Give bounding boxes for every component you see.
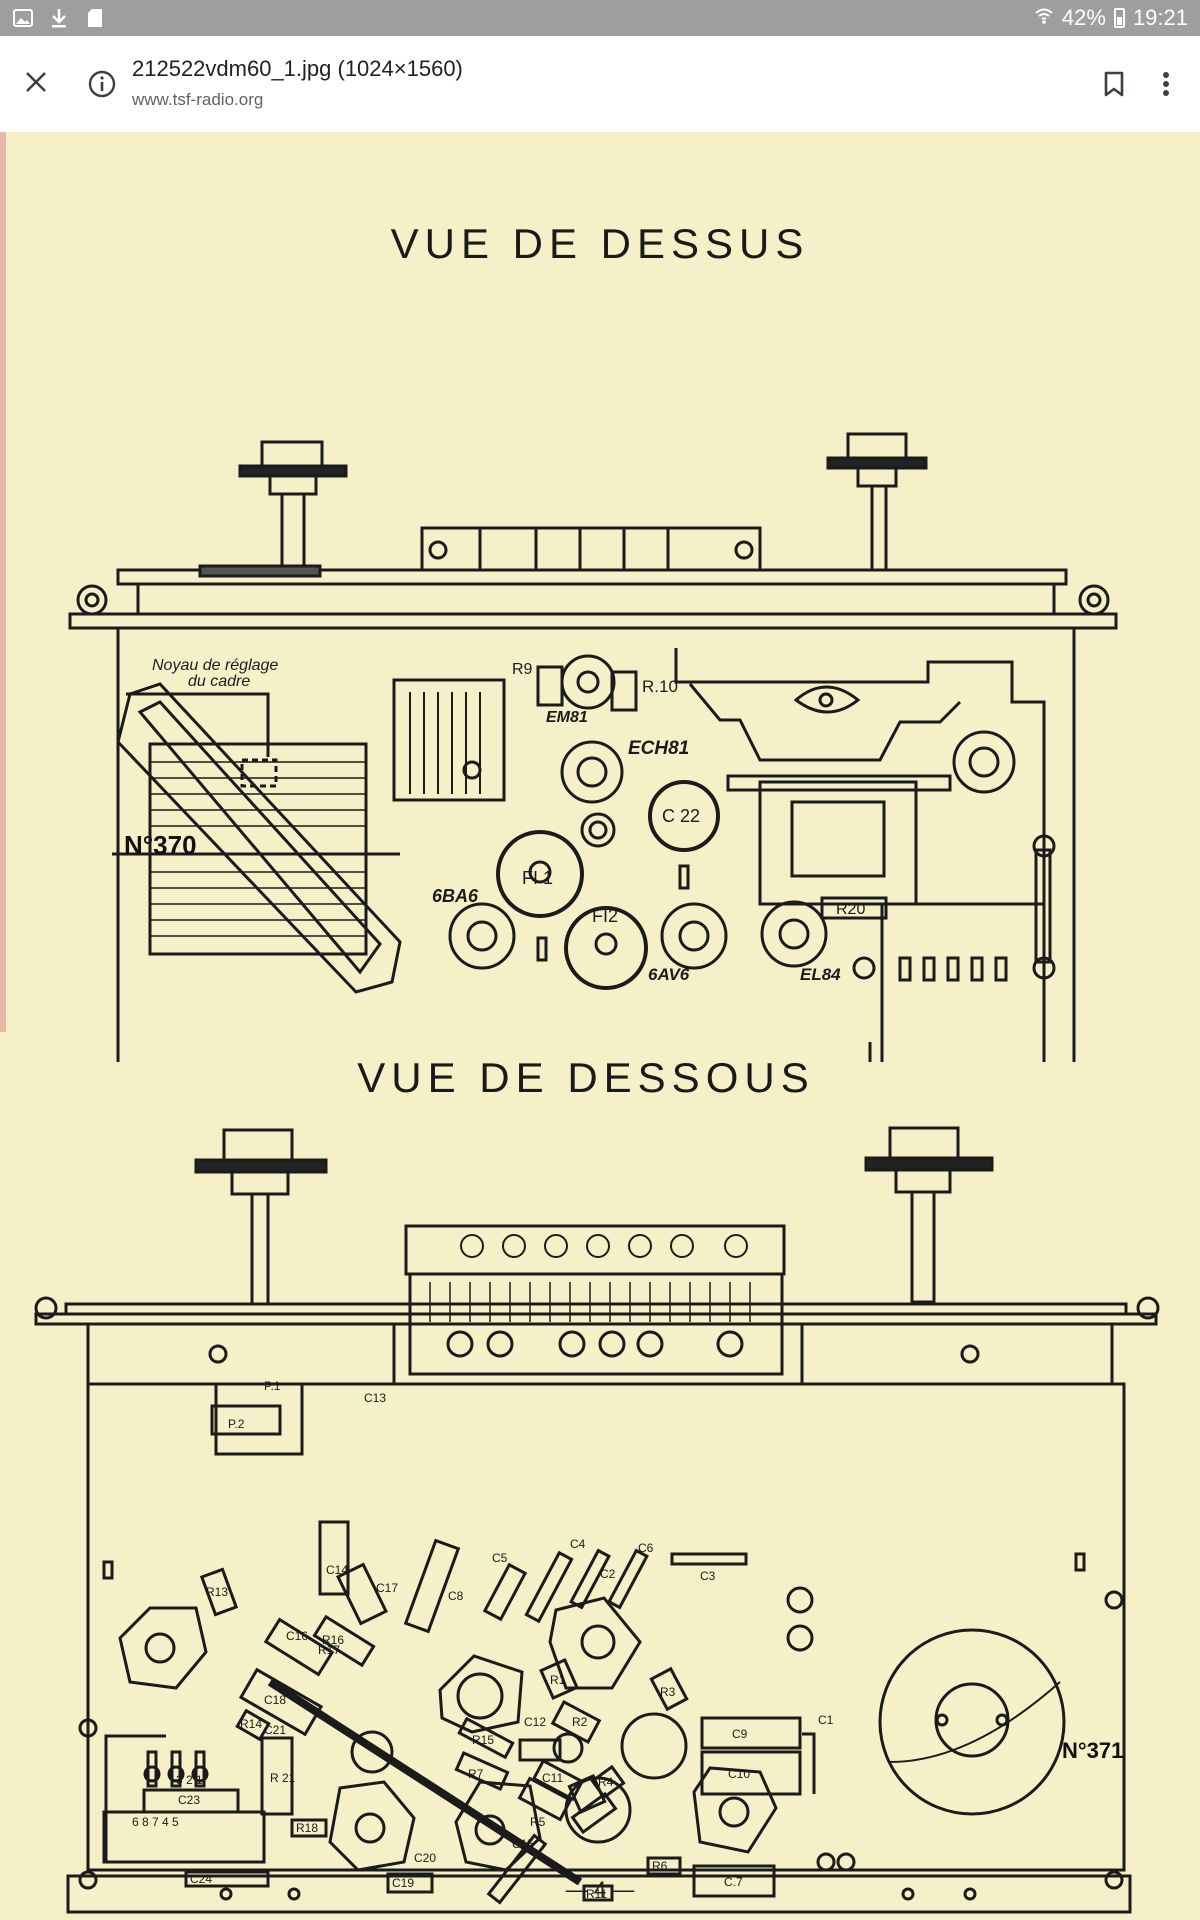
right-knob [826, 432, 928, 572]
bottom-view-diagram: P.1 P.2 C13 C14 C17 C8 C5 C4 C2 C6 C3 R1… [34, 1126, 1160, 1914]
label-c6: C6 [638, 1541, 654, 1555]
bookmark-icon [1104, 71, 1124, 97]
label-r15: R15 [472, 1733, 494, 1747]
label-r9: R9 [512, 661, 533, 678]
label-6av6: 6AV6 [648, 965, 690, 984]
label-6ba6: 6BA6 [432, 886, 479, 906]
label-c16: C16 [286, 1629, 308, 1643]
label-c23: C23 [178, 1793, 200, 1807]
frame-adjust-note-2: du cadre [188, 673, 250, 690]
notification-icons [12, 7, 106, 29]
label-p1: P.1 [264, 1379, 281, 1393]
label-r18: R18 [296, 1821, 318, 1835]
label-r14: R14 [240, 1717, 262, 1731]
close-button[interactable] [16, 62, 56, 102]
bottom-view-plate-number: N°371 [1062, 1738, 1124, 1763]
label-pins-bottom: 6 8 7 4 5 [132, 1815, 179, 1829]
label-c7: C.7 [724, 1875, 743, 1889]
label-c4: C4 [570, 1537, 586, 1551]
label-p2: P.2 [228, 1417, 245, 1431]
download-icon [48, 7, 70, 29]
label-r7: R7 [468, 1767, 484, 1781]
label-c9: C9 [732, 1727, 748, 1741]
clock: 19:21 [1132, 5, 1188, 30]
label-c8: C8 [448, 1589, 464, 1603]
label-pins-top: 3 2 1 [176, 1773, 203, 1787]
label-r6: R6 [652, 1859, 668, 1873]
page-number: — 4 — [565, 1877, 635, 1902]
label-c20: C20 [414, 1851, 436, 1865]
label-c11: C11 [542, 1771, 563, 1785]
label-em81: EM81 [546, 709, 588, 726]
label-c12: C12 [524, 1715, 546, 1729]
label-r4: R4 [598, 1775, 614, 1789]
label-c5: C5 [492, 1551, 508, 1565]
label-c21: C21 [264, 1723, 286, 1737]
image-icon [12, 7, 34, 29]
label-r20: R20 [836, 901, 865, 918]
label-r16: R16 [322, 1633, 344, 1647]
left-knob [238, 440, 348, 572]
status-right: 42% 19:21 [1034, 0, 1188, 36]
page-title: 212522vdm60_1.jpg (1024×1560) [132, 56, 463, 81]
battery-level: 42% [1061, 5, 1106, 30]
label-c1: C1 [818, 1713, 834, 1727]
close-icon [26, 72, 46, 92]
label-c18: C18 [264, 1693, 286, 1707]
wifi-icon [1034, 5, 1054, 31]
info-icon [88, 70, 116, 98]
page-url[interactable]: www.tsf-radio.org [132, 90, 264, 109]
label-el84: EL84 [800, 965, 841, 984]
label-c3: C3 [700, 1569, 716, 1583]
label-fi1: FI 1 [522, 868, 553, 888]
label-r17: R17 [318, 1643, 340, 1657]
label-r21: R 21 [270, 1771, 296, 1785]
top-view-plate-number: N°370 [124, 830, 197, 860]
label-r13: R13 [206, 1585, 228, 1599]
label-r11: R11 [586, 1887, 607, 1901]
bookmark-button[interactable] [1094, 64, 1134, 104]
label-c19: C19 [392, 1876, 414, 1890]
label-r10: R.10 [642, 677, 678, 696]
label-c13: C13 [364, 1391, 386, 1405]
document-image: VUE DE DESSUS [0, 132, 1200, 1920]
status-bar: 42% 19:21 [0, 0, 1200, 36]
label-fi2: FI2 [592, 906, 618, 926]
label-c17: C17 [376, 1581, 398, 1595]
top-view-heading: VUE DE DESSUS [390, 220, 810, 267]
more-vert-icon [1163, 72, 1169, 96]
sd-card-icon [84, 7, 106, 29]
more-options-button[interactable] [1146, 64, 1186, 104]
label-c15: C15 [512, 1837, 534, 1851]
label-c14: C14 [326, 1563, 348, 1577]
bottom-view-heading: VUE DE DESSOUS [357, 1054, 815, 1101]
battery-icon [1113, 8, 1125, 28]
label-r3: R3 [660, 1685, 676, 1699]
app-bar: 212522vdm60_1.jpg (1024×1560) www.tsf-ra… [0, 36, 1200, 133]
label-ech81: ECH81 [628, 738, 689, 759]
label-r2: R2 [572, 1715, 588, 1729]
label-c2: C2 [600, 1567, 616, 1581]
label-c22: C 22 [662, 806, 700, 826]
frame-adjust-note-1: Noyau de réglage [152, 657, 278, 674]
top-view-diagram: Noyau de réglage du cadre R9 R.10 EM81 E… [68, 432, 1118, 1062]
label-r1: R1 [550, 1673, 566, 1687]
label-c10: C10 [728, 1767, 750, 1781]
label-r5: R5 [530, 1815, 546, 1829]
page-info-button[interactable] [84, 66, 120, 102]
label-c24: C24 [190, 1872, 212, 1886]
